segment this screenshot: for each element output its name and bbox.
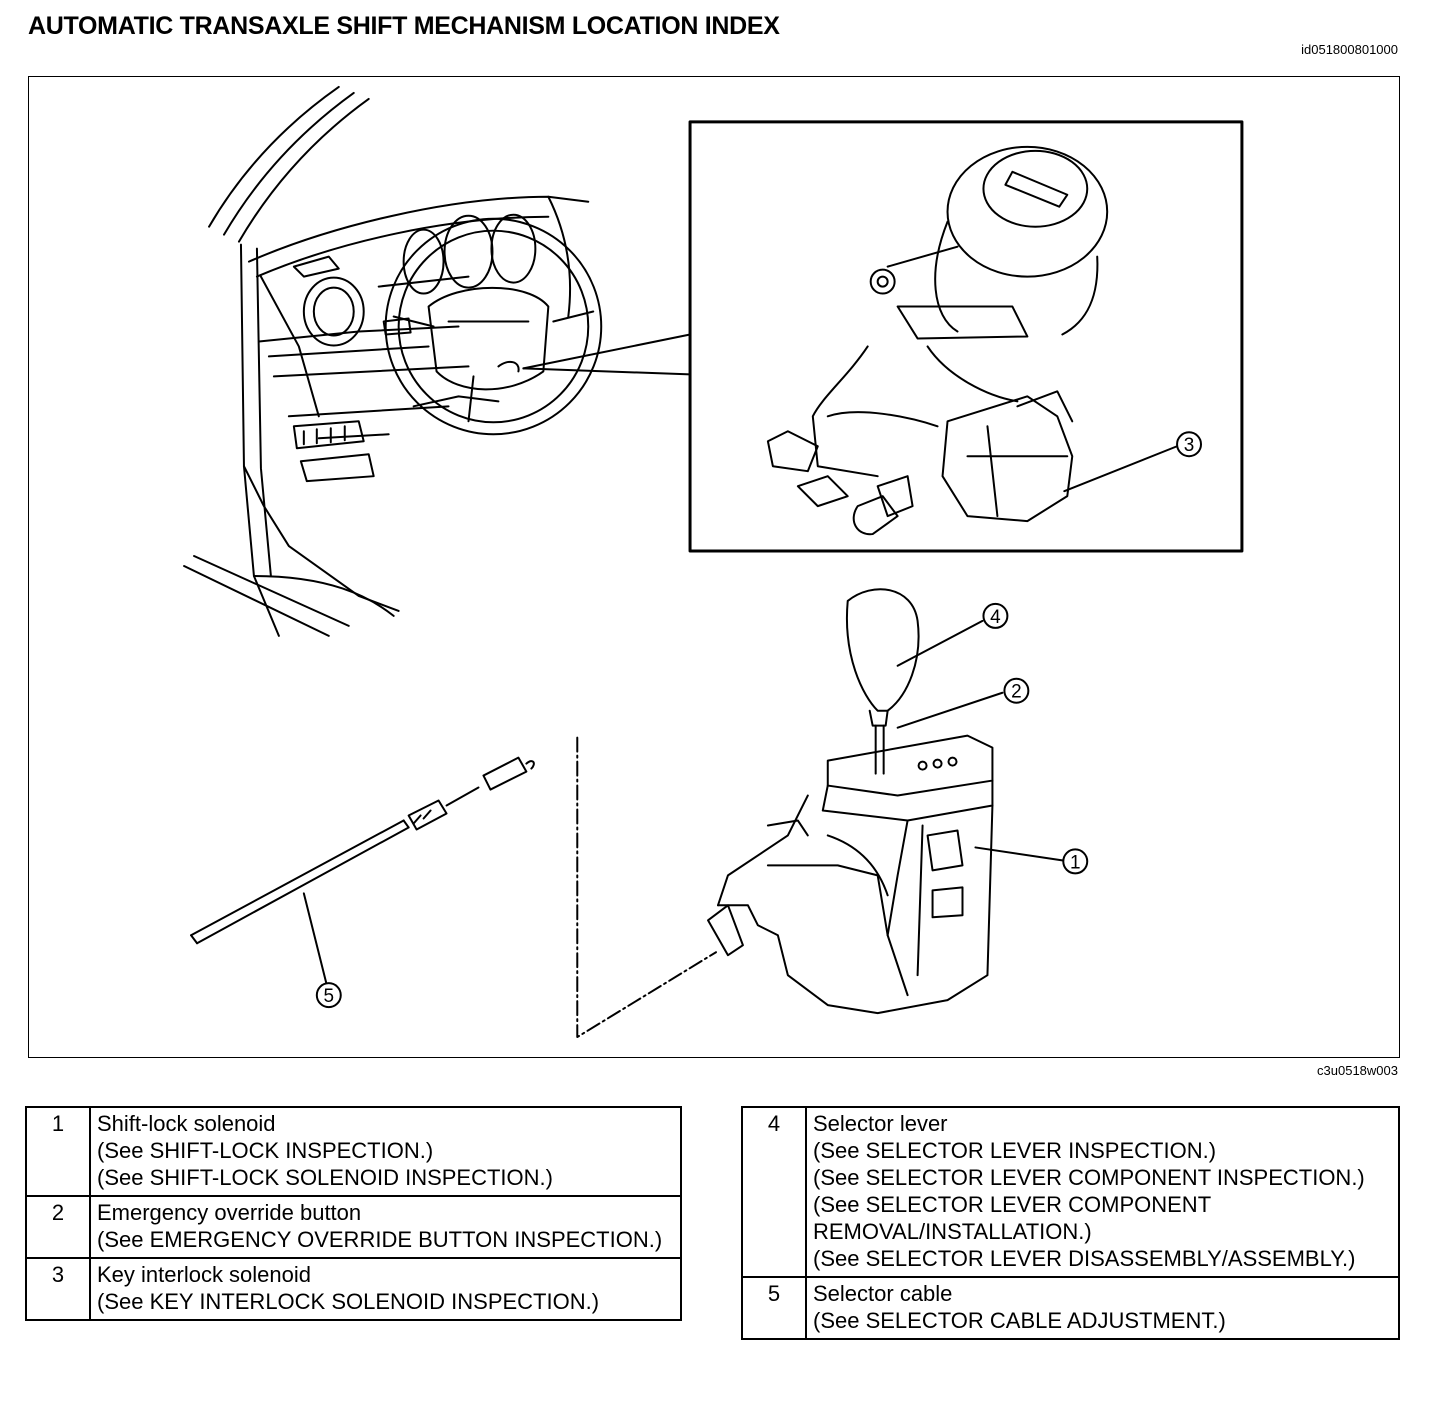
table-row: 3 Key interlock solenoid (See KEY INTERL… — [25, 1257, 682, 1321]
reference-link[interactable]: (See SELECTOR LEVER COMPONENT INSPECTION… — [813, 1165, 1365, 1190]
callout-4: 4 — [982, 602, 1009, 629]
page-title: AUTOMATIC TRANSAXLE SHIFT MECHANISM LOCA… — [28, 12, 780, 40]
reference-link[interactable]: (See SELECTOR LEVER COMPONENT REMOVAL/IN… — [813, 1192, 1211, 1244]
reference-link[interactable]: (See SELECTOR CABLE ADJUSTMENT.) — [813, 1308, 1226, 1333]
svg-text:5: 5 — [324, 986, 335, 1007]
callout-3: 3 — [1176, 431, 1203, 458]
reference-link[interactable]: (See EMERGENCY OVERRIDE BUTTON INSPECTIO… — [97, 1227, 663, 1252]
svg-text:3: 3 — [1184, 435, 1195, 456]
item-number: 2 — [25, 1195, 91, 1259]
item-number: 1 — [25, 1106, 91, 1197]
table-row: 1 Shift-lock solenoid (See SHIFT-LOCK IN… — [25, 1106, 682, 1197]
item-name: Selector lever — [813, 1111, 948, 1136]
item-description: Selector lever (See SELECTOR LEVER INSPE… — [805, 1106, 1400, 1278]
item-description: Selector cable (See SELECTOR CABLE ADJUS… — [805, 1276, 1400, 1340]
item-name: Key interlock solenoid — [97, 1262, 312, 1287]
reference-link[interactable]: (See SELECTOR LEVER INSPECTION.) — [813, 1138, 1217, 1163]
reference-link[interactable]: (See SHIFT-LOCK SOLENOID INSPECTION.) — [97, 1165, 553, 1190]
item-name: Shift-lock solenoid — [97, 1111, 276, 1136]
callout-1: 1 — [1062, 848, 1089, 875]
steering-wheel-drawing — [384, 213, 603, 436]
table-row: 5 Selector cable (See SELECTOR CABLE ADJ… — [741, 1276, 1400, 1340]
inset-box — [688, 120, 1244, 553]
svg-text:2: 2 — [1011, 682, 1022, 703]
callout-5: 5 — [315, 982, 342, 1009]
item-description: Shift-lock solenoid (See SHIFT-LOCK INSP… — [89, 1106, 682, 1197]
selector-lever-drawing — [707, 588, 994, 1015]
item-number: 5 — [741, 1276, 807, 1340]
item-description: Emergency override button (See EMERGENCY… — [89, 1195, 682, 1259]
connector-line — [576, 736, 717, 1039]
location-illustration: 3 4 2 1 5 — [28, 76, 1400, 1058]
svg-text:1: 1 — [1070, 852, 1081, 873]
selector-cable-drawing — [190, 756, 535, 945]
callout-leaders — [302, 445, 1179, 987]
reference-link[interactable]: (See SHIFT-LOCK INSPECTION.) — [97, 1138, 434, 1163]
illustration-svg — [183, 85, 1244, 1039]
item-number: 4 — [741, 1106, 807, 1278]
item-name: Emergency override button — [97, 1200, 362, 1225]
table-row: 2 Emergency override button (See EMERGEN… — [25, 1195, 682, 1259]
item-name: Selector cable — [813, 1281, 953, 1306]
location-index-table-right: 4 Selector lever (See SELECTOR LEVER INS… — [741, 1106, 1400, 1340]
item-description: Key interlock solenoid (See KEY INTERLOC… — [89, 1257, 682, 1321]
callout-2: 2 — [1003, 677, 1030, 704]
callout-layer: 3 4 2 1 5 — [315, 431, 1203, 1009]
table-row: 4 Selector lever (See SELECTOR LEVER INS… — [741, 1106, 1400, 1278]
document-id: id051800801000 — [1301, 42, 1398, 57]
item-number: 3 — [25, 1257, 91, 1321]
svg-text:4: 4 — [990, 607, 1001, 628]
location-index-table-left: 1 Shift-lock solenoid (See SHIFT-LOCK IN… — [25, 1106, 682, 1321]
reference-link[interactable]: (See KEY INTERLOCK SOLENOID INSPECTION.) — [97, 1289, 600, 1314]
figure-code: c3u0518w003 — [1317, 1063, 1398, 1078]
steering-lock-drawing — [766, 145, 1109, 536]
reference-link[interactable]: (See SELECTOR LEVER DISASSEMBLY/ASSEMBLY… — [813, 1246, 1356, 1271]
